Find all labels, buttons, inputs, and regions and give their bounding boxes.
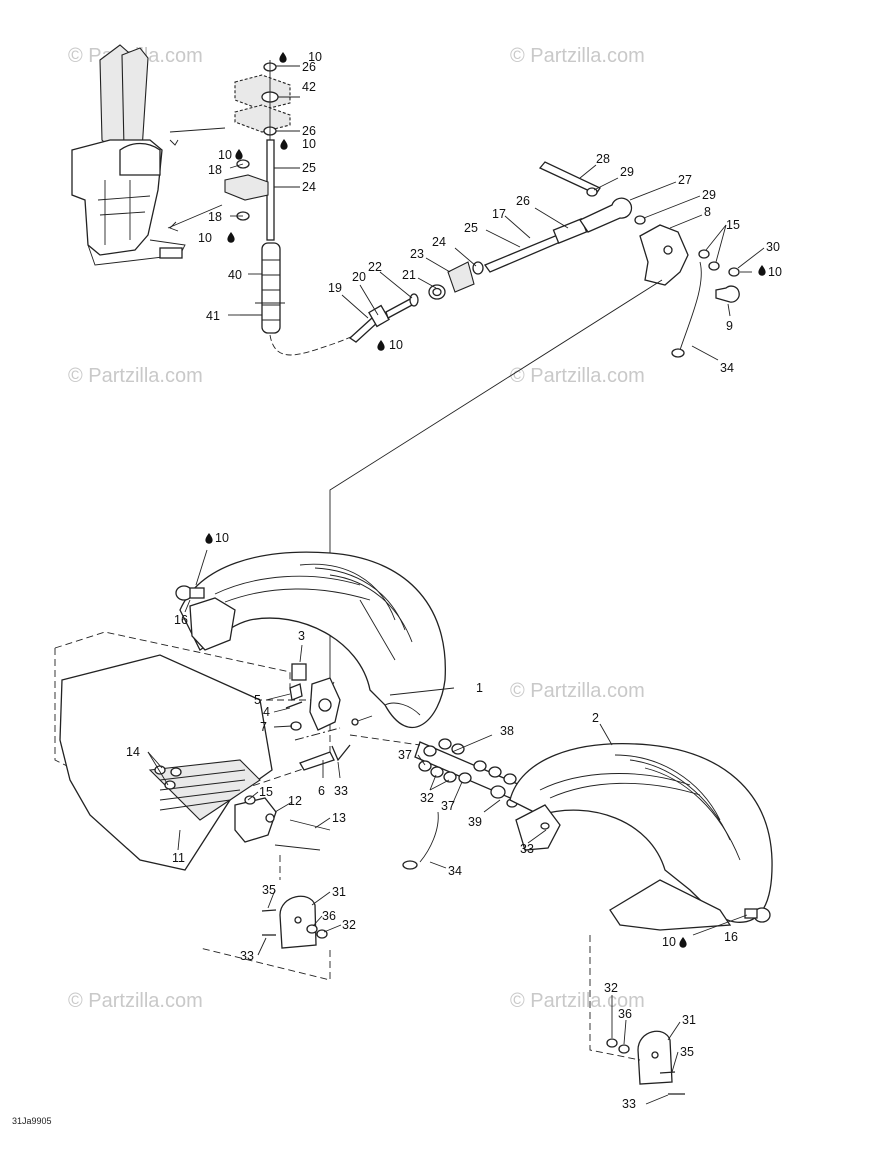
callout-label: 31 [332,885,346,899]
callout-labels: 10 26 42 26 10 10 18 25 24 18 10 40 41 1… [126,50,782,1111]
callout-label: 18 [208,210,222,224]
callout-label: 10 [768,265,782,279]
deflector-right [509,743,773,931]
callout-label: 32 [420,791,434,805]
callout-label: 29 [620,165,634,179]
callout-label: 27 [678,173,692,187]
callout-label: 9 [726,319,733,333]
callout-label: 35 [262,883,276,897]
callout-label: 11 [172,851,185,865]
callout-label: 13 [332,811,346,825]
callout-label: 10 [198,231,212,245]
callout-label: 30 [766,240,780,254]
callout-label: 29 [702,188,716,202]
callout-label: 15 [726,218,740,232]
callout-label: 42 [302,80,316,94]
callout-label: 26 [302,124,316,138]
callout-label: 24 [302,180,316,194]
callout-label: 36 [618,1007,632,1021]
sealant-drop-icon [377,340,385,351]
callout-label: 6 [318,784,325,798]
callout-label: 7 [260,720,267,734]
callout-label: 38 [500,724,514,738]
callout-label: 3 [298,629,305,643]
watermark-text: © Partzilla.com [510,680,645,702]
callout-label: 26 [302,60,316,74]
watermark-text: © Partzilla.com [510,365,645,387]
watermark-text: © Partzilla.com [510,990,645,1012]
callout-label: 35 [680,1045,694,1059]
callout-label: 33 [622,1097,636,1111]
cover-plate-left [199,855,331,981]
callout-label: 25 [464,221,478,235]
callout-label: 31 [682,1013,696,1027]
callout-label: 22 [368,260,382,274]
callout-label: 10 [215,531,229,545]
watermark-text: © Partzilla.com [68,990,203,1012]
cover-plate-right [589,935,685,1095]
callout-label: 37 [398,748,412,762]
cable-end-fittings [348,161,646,343]
callout-label: 34 [720,361,734,375]
callout-label: 36 [322,909,336,923]
watermark-text: © Partzilla.com [510,45,645,67]
upper-assembly-dashed [54,631,341,801]
callout-label: 23 [410,247,424,261]
callout-label: 10 [308,50,322,64]
callout-label: 2 [592,711,599,725]
callout-label: 10 [302,137,316,151]
sealant-drop-icon [205,533,213,544]
callout-label: 41 [206,309,220,323]
callout-label: 39 [468,815,482,829]
sealant-drop-icon [280,139,288,150]
callout-label: 10 [662,935,676,949]
callout-label: 32 [604,981,618,995]
sealant-drop-icon [227,232,235,243]
callout-label: 4 [263,705,270,719]
drawing-code: 31Ja9905 [12,1116,52,1126]
callout-label: 40 [228,268,242,282]
callout-label: 24 [432,235,446,249]
callout-label: 19 [328,281,342,295]
callout-label: 28 [596,152,610,166]
callout-label: 1 [476,681,483,695]
callout-label: 18 [208,163,222,177]
callout-label: 21 [402,268,416,282]
callout-label: 32 [342,918,356,932]
leader-lines [147,65,765,1105]
deflector-left [175,551,446,729]
callout-label: 34 [448,864,462,878]
cable-column-parts [224,60,363,356]
sealant-drop-icon [758,265,766,276]
sealant-drop-icon [235,149,243,160]
callout-label: 33 [520,842,534,856]
callout-label: 14 [126,745,140,759]
callout-label: 10 [218,148,232,162]
sealant-drop-icon [279,52,287,63]
callout-label: 26 [516,194,530,208]
callout-label: 16 [724,930,738,944]
callout-label: 25 [302,161,316,175]
cross-shaft [349,734,521,870]
callout-label: 37 [441,799,455,813]
watermark-text: © Partzilla.com [68,365,203,387]
housing [59,654,331,871]
callout-label: 16 [174,613,188,627]
callout-label: 8 [704,205,711,219]
callout-label: 12 [288,794,302,808]
switch-cluster [285,663,351,771]
watermarks: © Partzilla.com © Partzilla.com © Partzi… [68,45,645,1012]
callout-label: 5 [254,693,261,707]
callout-label: 33 [334,784,348,798]
callout-label: 20 [352,270,366,284]
callout-label: 10 [389,338,403,352]
callout-label: 15 [259,785,273,799]
sealant-drop-icon [679,937,687,948]
callout-label: 17 [492,207,506,221]
control-lever-assembly [71,44,226,266]
callout-label: 33 [240,949,254,963]
